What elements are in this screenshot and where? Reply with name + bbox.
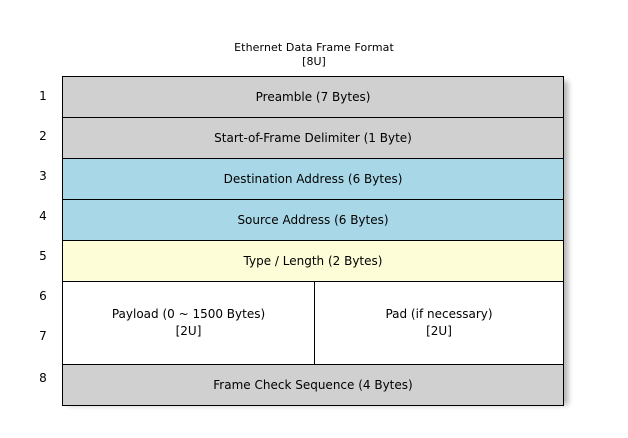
row-number-3: 3: [39, 169, 47, 183]
field-pad-tag: [2U]: [426, 324, 452, 338]
field-sfd-label: Start-of-Frame Delimiter (1 Byte): [214, 130, 412, 145]
field-preamble-label: Preamble (7 Bytes): [255, 89, 371, 104]
field-destination-address-label: Destination Address (6 Bytes): [223, 171, 403, 186]
table-row: Destination Address (6 Bytes): [61, 158, 565, 200]
field-start-of-frame-delimiter: Start-of-Frame Delimiter (1 Byte): [61, 117, 565, 159]
row-number-1: 1: [39, 89, 47, 103]
frame-format-table: Preamble (7 Bytes) Start-of-Frame Delimi…: [61, 76, 565, 406]
field-frame-check-sequence: Frame Check Sequence (4 Bytes): [61, 364, 565, 406]
field-pad: Pad (if necessary) [2U]: [313, 281, 565, 365]
row-number-2: 2: [39, 129, 47, 143]
field-pad-label: Pad (if necessary): [385, 307, 493, 321]
field-fcs-label: Frame Check Sequence (4 Bytes): [213, 377, 413, 392]
diagram-title-block: Ethernet Data Frame Format [8U]: [0, 40, 628, 69]
table-row: Start-of-Frame Delimiter (1 Byte): [61, 117, 565, 159]
table-row: Preamble (7 Bytes): [61, 76, 565, 118]
table-row: Payload (0 ~ 1500 Bytes) [2U] Pad (if ne…: [62, 281, 565, 365]
field-destination-address: Destination Address (6 Bytes): [61, 158, 565, 200]
field-source-address: Source Address (6 Bytes): [61, 199, 565, 241]
table-row: Source Address (6 Bytes): [61, 199, 565, 241]
field-type-length: Type / Length (2 Bytes): [61, 240, 565, 282]
row-number-7: 7: [39, 329, 47, 343]
table-row: Type / Length (2 Bytes): [61, 240, 565, 282]
field-payload: Payload (0 ~ 1500 Bytes) [2U]: [62, 281, 315, 365]
row-number-8: 8: [39, 371, 47, 385]
field-preamble: Preamble (7 Bytes): [61, 76, 565, 118]
table-row: Frame Check Sequence (4 Bytes): [61, 364, 565, 406]
field-payload-label: Payload (0 ~ 1500 Bytes): [111, 307, 266, 321]
row-number-4: 4: [39, 209, 47, 223]
field-source-address-label: Source Address (6 Bytes): [237, 212, 389, 227]
page-title: Ethernet Data Frame Format: [234, 41, 394, 54]
page-subtitle: [8U]: [302, 55, 326, 68]
field-type-length-label: Type / Length (2 Bytes): [243, 253, 383, 268]
row-number-5: 5: [39, 249, 47, 263]
row-number-gutter: 1 2 3 4 5 6 7 8: [30, 76, 56, 400]
field-payload-tag: [2U]: [175, 324, 202, 338]
row-number-6: 6: [39, 289, 47, 303]
ethernet-frame-diagram: Preamble (7 Bytes) Start-of-Frame Delimi…: [61, 76, 568, 406]
